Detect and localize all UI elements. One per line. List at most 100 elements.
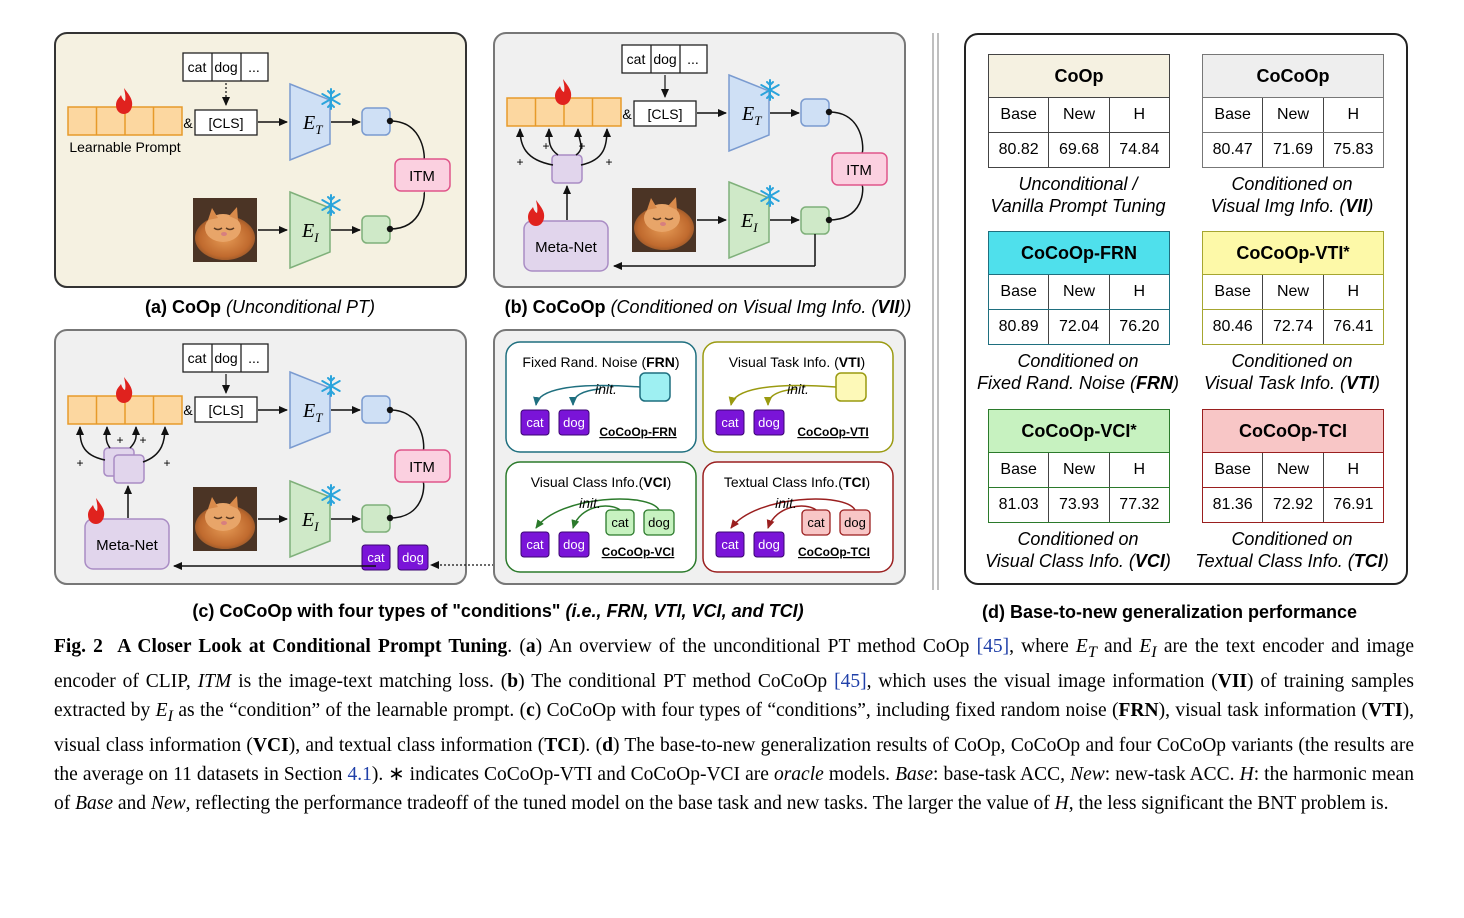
svg-text:...: ...	[248, 350, 260, 366]
image-encoder	[728, 180, 770, 260]
svg-text:+: +	[116, 433, 123, 447]
figure-caption: Fig. 2 A Closer Look at Conditional Prom…	[54, 636, 1415, 814]
meta-net-label: Meta-Net	[535, 239, 598, 256]
cat-image	[192, 197, 258, 263]
svg-text:Textual Class Info.(TCI): Textual Class Info.(TCI)	[724, 474, 870, 490]
svg-text:cat: cat	[188, 350, 207, 366]
citation-link[interactable]: [45]	[976, 636, 1010, 657]
svg-text:&: &	[622, 106, 632, 122]
svg-text:CoCoOp-VCI: CoCoOp-VCI	[602, 545, 675, 559]
token-dog: dog	[214, 59, 237, 75]
svg-text:EI: EI	[301, 509, 319, 534]
svg-text:cat: cat	[526, 537, 544, 552]
svg-text:dog: dog	[648, 515, 670, 530]
panel-b-caption: (b) CoCoOp (Conditioned on Visual Img In…	[505, 297, 912, 317]
svg-text:dog: dog	[758, 415, 780, 430]
learnable-prompt-label: Learnable Prompt	[69, 139, 180, 155]
panel-a-caption: (a) CoOp (Unconditional PT)	[145, 297, 375, 317]
svg-text:+: +	[516, 155, 523, 169]
svg-text:+: +	[163, 456, 170, 470]
table-header: CoOp	[989, 55, 1169, 98]
svg-text:cat: cat	[721, 415, 739, 430]
panel-b: cat dog ... [CLS] & ET + + + + Meta-Net	[493, 32, 906, 288]
svg-text:dog: dog	[214, 350, 237, 366]
svg-text:ET: ET	[302, 400, 323, 425]
amp-symbol: &	[183, 115, 193, 131]
token-ellipsis: ...	[687, 51, 699, 67]
token-cat: cat	[627, 51, 646, 67]
svg-text:init.: init.	[579, 495, 601, 511]
conditions-panel: Fixed Rand. Noise (FRN) init. cat dog Co…	[493, 329, 906, 585]
svg-text:ET: ET	[741, 103, 762, 128]
svg-text:dog: dog	[563, 537, 585, 552]
itm-label: ITM	[409, 168, 435, 185]
image-encoder	[289, 190, 331, 270]
text-encoder	[728, 73, 770, 153]
token-ellipsis: ...	[248, 59, 260, 75]
svg-text:+: +	[76, 456, 83, 470]
svg-text:Visual Class Info.(VCI): Visual Class Info.(VCI)	[531, 474, 672, 490]
condition-frn: Fixed Rand. Noise (FRN) init. cat dog Co…	[505, 341, 697, 453]
cat-image	[192, 486, 258, 552]
citation-link[interactable]: [45]	[834, 670, 867, 692]
results-panel	[964, 33, 1408, 585]
itm-label: ITM	[846, 162, 872, 179]
svg-text:dog: dog	[844, 515, 866, 530]
svg-text:cat: cat	[721, 537, 739, 552]
cat-image	[631, 187, 697, 253]
svg-text:Meta-Net: Meta-Net	[96, 537, 159, 554]
svg-text:init.: init.	[787, 381, 809, 397]
method-diagram: cat dog ... [CLS] & Learnable Prompt ET …	[54, 32, 939, 621]
svg-text:CoCoOp-FRN: CoCoOp-FRN	[599, 425, 676, 439]
cls-token: [CLS]	[647, 106, 682, 122]
svg-text:ITM: ITM	[409, 459, 435, 476]
image-encoder-label: EI	[301, 220, 319, 245]
table-caption: Unconditional /Vanilla Prompt Tuning	[990, 174, 1166, 216]
condition-vci: Visual Class Info.(VCI) cat dog init. ca…	[505, 461, 697, 573]
meta-net-output	[551, 154, 583, 184]
svg-text:+: +	[139, 433, 146, 447]
svg-text:+: +	[542, 139, 549, 153]
svg-text:EI: EI	[740, 210, 758, 235]
svg-text:Visual Task Info. (VTI): Visual Task Info. (VTI)	[729, 354, 865, 370]
meta-net	[523, 220, 609, 272]
text-encoder	[289, 370, 331, 450]
svg-text:dog: dog	[758, 537, 780, 552]
svg-text:+: +	[605, 155, 612, 169]
panel-c-caption: (c) CoCoOp with four types of "condition…	[192, 601, 803, 621]
section-link[interactable]: 4.1	[347, 763, 372, 785]
svg-text:init.: init.	[775, 495, 797, 511]
token-dog: dog	[653, 51, 676, 67]
condition-tci: Textual Class Info.(TCI) cat dog init. c…	[702, 461, 894, 573]
svg-text:cat: cat	[807, 515, 825, 530]
svg-text:cat: cat	[526, 415, 544, 430]
panel-d-caption: (d) Base-to-new generalization performan…	[982, 602, 1358, 622]
svg-text:CoCoOp-TCI: CoCoOp-TCI	[798, 545, 870, 559]
svg-text:[CLS]: [CLS]	[208, 402, 243, 418]
panel-c: cat dog ... [CLS] & ET + + + + Meta-Net	[54, 329, 494, 585]
text-encoder-label: ET	[302, 112, 323, 137]
meta-net	[84, 518, 170, 570]
svg-text:Fixed Rand. Noise (FRN): Fixed Rand. Noise (FRN)	[522, 354, 679, 370]
token-cat: cat	[188, 59, 207, 75]
panel-a: cat dog ... [CLS] & Learnable Prompt ET …	[54, 32, 467, 288]
class-token-box: cat dog ...	[182, 52, 269, 82]
svg-text:cat: cat	[367, 550, 385, 565]
svg-text:cat: cat	[611, 515, 629, 530]
cls-token: [CLS]	[208, 115, 243, 131]
svg-text:dog: dog	[402, 550, 424, 565]
svg-text:&: &	[183, 402, 193, 418]
condition-vti: Visual Task Info. (VTI) init. cat dog Co…	[702, 341, 894, 453]
svg-text:CoCoOp-VTI: CoCoOp-VTI	[797, 425, 868, 439]
